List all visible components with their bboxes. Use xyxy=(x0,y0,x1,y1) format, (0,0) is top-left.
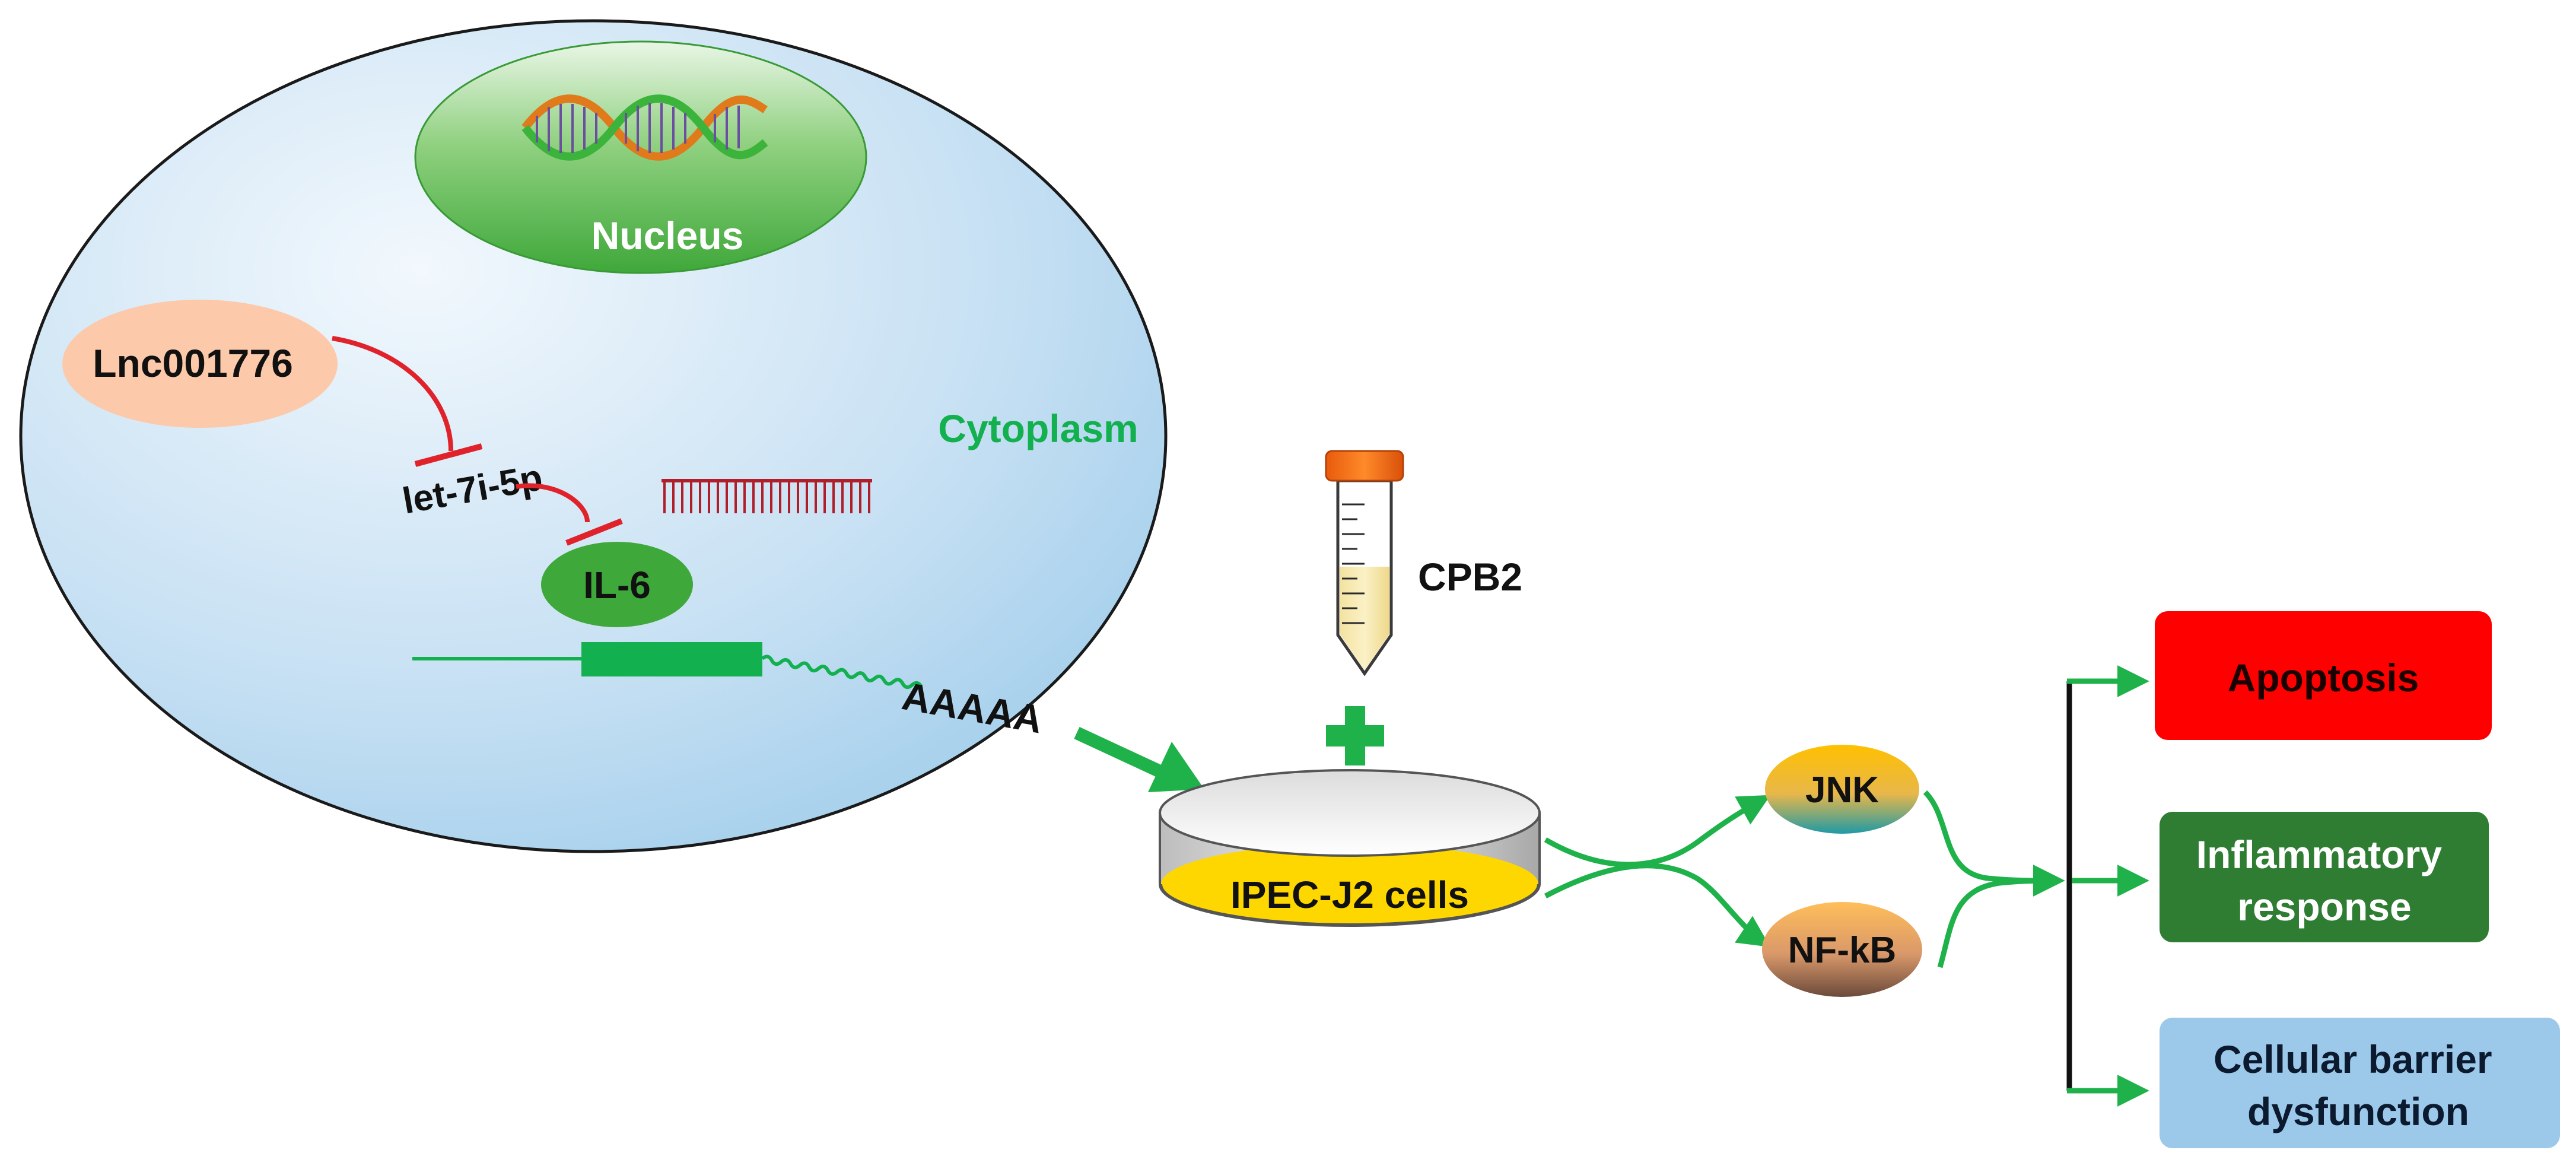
jnk-node xyxy=(1765,745,1919,834)
arrow-jnk-to-outcomes xyxy=(1923,790,2065,897)
nfkb-label: NF-kB xyxy=(1788,930,1897,971)
lnc001776-node xyxy=(62,300,338,428)
il6-label: IL-6 xyxy=(583,564,651,606)
cpb2-label: CPB2 xyxy=(1418,555,1522,599)
arrow-cell-to-dish xyxy=(1074,727,1204,792)
nucleus-label: Nucleus xyxy=(591,214,744,258)
outcome-label-inflammatory: Inflammatory response xyxy=(2196,833,2453,929)
mrna-polya-tail xyxy=(761,655,923,690)
jnk-label: JNK xyxy=(1805,770,1879,811)
mrna-cds-box xyxy=(581,642,762,676)
il6-node xyxy=(541,542,693,627)
arrow-dish-to-jnk xyxy=(1544,795,1771,868)
arrow-nfkb-to-outcomes xyxy=(1937,878,2059,968)
petri-dish-icon xyxy=(1159,769,1541,927)
outcome-label-barrier: Cellular barrier dysfunction xyxy=(2214,1037,2503,1133)
outcome-box-barrier xyxy=(2160,1018,2560,1148)
outcome-box-inflammatory xyxy=(2160,812,2489,942)
arrow-dish-to-nfkb xyxy=(1544,863,1770,947)
inhibit-lnc-to-mirna xyxy=(332,336,453,452)
cell-body xyxy=(19,19,1168,853)
mirna-comb-icon xyxy=(662,479,872,513)
dna-helix-icon xyxy=(521,94,768,161)
inhibit-bar-il6 xyxy=(565,518,623,546)
inhibit-mirna-to-il6 xyxy=(516,483,590,523)
plus-icon xyxy=(1326,706,1384,765)
nfkb-node xyxy=(1762,902,1922,997)
outcome-label-apoptosis: Apoptosis xyxy=(2228,656,2419,700)
cytoplasm-label: Cytoplasm xyxy=(938,406,1138,450)
dish-label: IPEC-J2 cells xyxy=(1230,873,1469,916)
inhibit-bar-mirna xyxy=(414,443,483,467)
lnc001776-label: Lnc001776 xyxy=(93,341,293,385)
outcome-box-apoptosis xyxy=(2155,611,2492,740)
cpb2-tube-icon xyxy=(1325,450,1404,676)
